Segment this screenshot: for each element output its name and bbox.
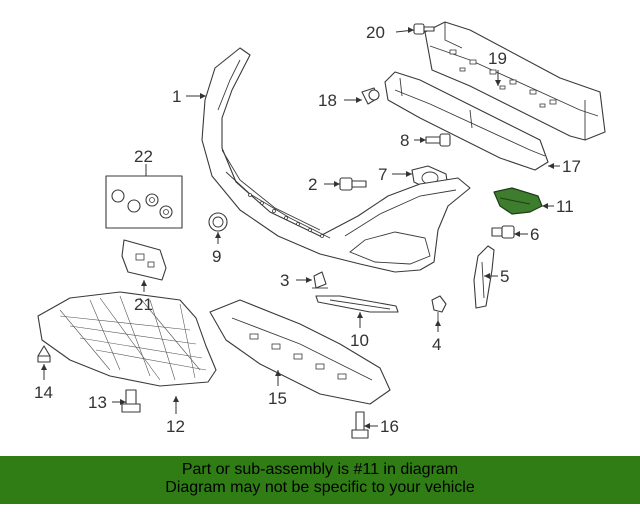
callout-5: 5 (500, 267, 509, 286)
callout-16: 16 (380, 417, 399, 436)
callout-17: 17 (562, 157, 581, 176)
callout-18: 18 (318, 91, 337, 110)
banner-line-2: Diagram may not be specific to your vehi… (165, 479, 475, 496)
clip-14 (37, 345, 51, 363)
callout-12: 12 (166, 417, 185, 436)
plug-9 (208, 212, 228, 232)
callout-15: 15 (268, 389, 287, 408)
callout-4: 4 (432, 335, 441, 354)
callout-7: 7 (378, 165, 387, 184)
callout-8: 8 (400, 131, 409, 150)
energy-absorber (384, 71, 549, 171)
bumper-cover (201, 47, 471, 273)
callout-3: 3 (280, 271, 289, 290)
bolt-2 (339, 177, 367, 191)
callout-21: 21 (134, 295, 153, 314)
clip-3 (312, 271, 328, 289)
callout-20: 20 (366, 23, 385, 42)
clip-4 (431, 295, 447, 322)
bracket-21 (121, 239, 167, 281)
bracket-11-highlighted (493, 187, 543, 215)
kit-box-22 (105, 175, 183, 229)
bolt-6 (491, 225, 515, 239)
clip-18 (361, 87, 380, 105)
callout-2: 2 (308, 175, 317, 194)
callout-10: 10 (350, 331, 369, 350)
bolt-20 (413, 23, 435, 35)
arrowheads (41, 27, 554, 429)
lower-absorber-15 (209, 299, 391, 405)
side-bracket-5 (473, 245, 495, 309)
bolt-16 (351, 411, 369, 439)
callout-9: 9 (212, 247, 221, 266)
callout-11: 11 (556, 197, 574, 216)
parts-diagram: 1 2 3 4 5 6 7 8 9 10 11 12 13 14 15 16 1… (34, 21, 606, 439)
info-banner: Part or sub-assembly is #11 in diagram D… (0, 456, 640, 504)
bolt-8 (425, 133, 451, 147)
callout-numbers: 1 2 3 4 5 6 7 8 9 10 11 12 13 14 15 16 1… (34, 23, 581, 436)
callout-1: 1 (172, 87, 181, 106)
under-cover-12 (37, 291, 217, 387)
callout-19: 19 (488, 49, 507, 68)
bolt-13 (121, 389, 141, 413)
callout-6: 6 (530, 225, 539, 244)
reinforcement-beam (424, 21, 606, 141)
callout-22: 22 (134, 147, 153, 166)
callout-14: 14 (34, 383, 53, 402)
strip-10 (315, 295, 399, 313)
callout-13: 13 (88, 393, 107, 412)
banner-line-1: Part or sub-assembly is #11 in diagram (181, 461, 459, 478)
